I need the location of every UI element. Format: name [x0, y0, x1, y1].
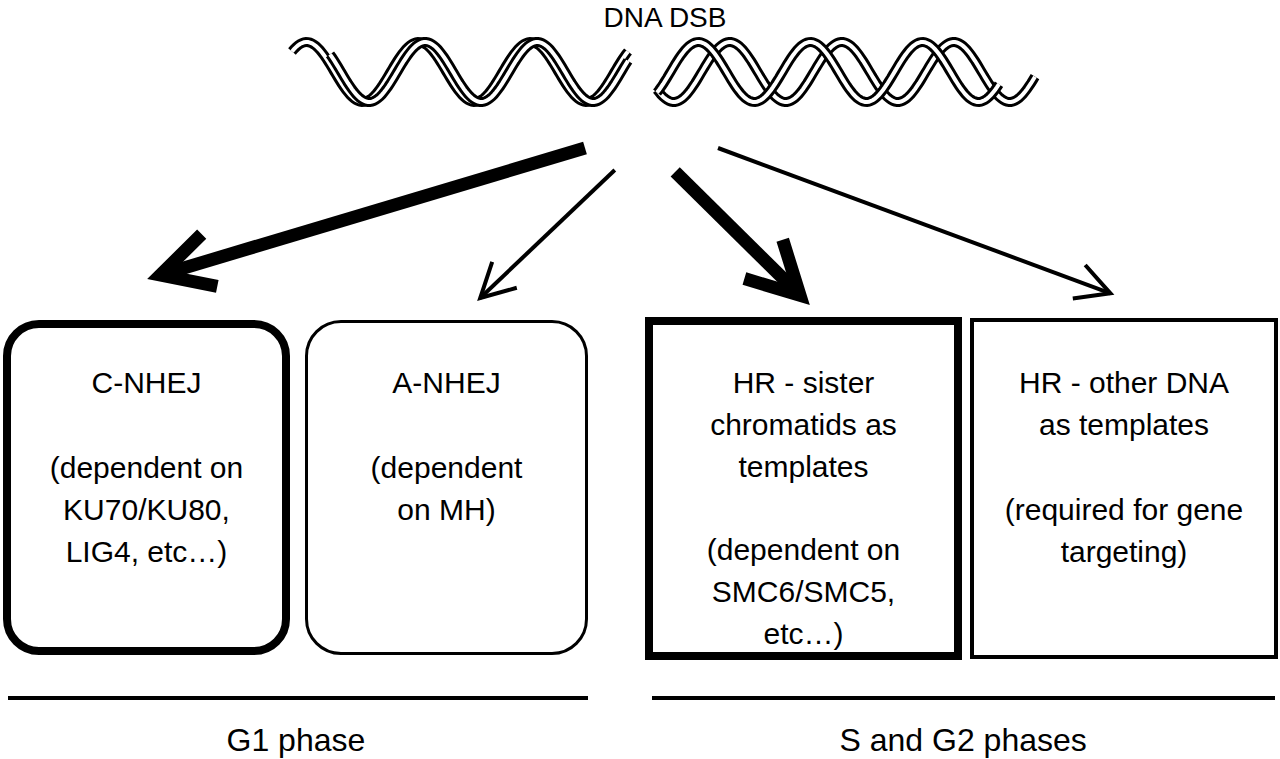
pathway-arrow — [480, 170, 615, 298]
arrow-shaft — [675, 172, 800, 295]
phase-bar — [8, 696, 588, 700]
box-heading: C-NHEJ — [27, 362, 267, 404]
arrow-shaft — [160, 148, 585, 275]
pathway-arrow — [675, 172, 800, 295]
pathway-box: A-NHEJ (dependent on MH) — [305, 320, 588, 655]
pathway-arrow — [160, 148, 585, 286]
box-heading: A-NHEJ — [327, 362, 567, 404]
arrow-head — [480, 262, 517, 298]
dna-strand — [330, 42, 628, 102]
box-body: (dependent on KU70/KU80, LIG4, etc…) — [41, 447, 253, 573]
dna-strand — [330, 42, 628, 102]
dna-helix-left — [292, 42, 628, 102]
pathway-box: HR - other DNA as templates (required for… — [970, 318, 1278, 659]
phase-bar — [652, 696, 1275, 700]
arrow-head — [1073, 265, 1111, 298]
box-body: (dependent on MH) — [363, 447, 531, 531]
arrow-shaft — [718, 148, 1110, 293]
phase-label: S and G2 phases — [840, 721, 1087, 759]
dna-break: DNA DSB — [285, 0, 1045, 148]
pathway-box: HR - sister chromatids as templates (depe… — [645, 317, 962, 660]
dna-strand — [292, 42, 628, 102]
dna-strand — [657, 42, 999, 102]
arrow-shaft — [480, 170, 615, 298]
pathway-box: C-NHEJ (dependent on KU70/KU80, LIG4, etc… — [3, 320, 290, 655]
dna-strand — [292, 42, 628, 102]
box-heading: HR - other DNA as templates — [1004, 362, 1244, 446]
pathway-arrow — [718, 148, 1110, 298]
box-heading: HR - sister chromatids as templates — [698, 362, 910, 488]
arrow-head — [160, 234, 217, 286]
dna-helix-right — [657, 42, 1035, 102]
dna-strand — [657, 42, 999, 102]
box-body: (required for gene targeting) — [1004, 489, 1244, 573]
dna-strand — [657, 42, 1035, 102]
box-body: (dependent on SMC6/SMC5, etc…) — [698, 529, 910, 655]
phase-label: G1 phase — [227, 721, 366, 759]
box-heading: DNA DSB — [285, 0, 1045, 36]
dna-strand — [657, 42, 1035, 102]
arrow-head — [744, 240, 800, 295]
